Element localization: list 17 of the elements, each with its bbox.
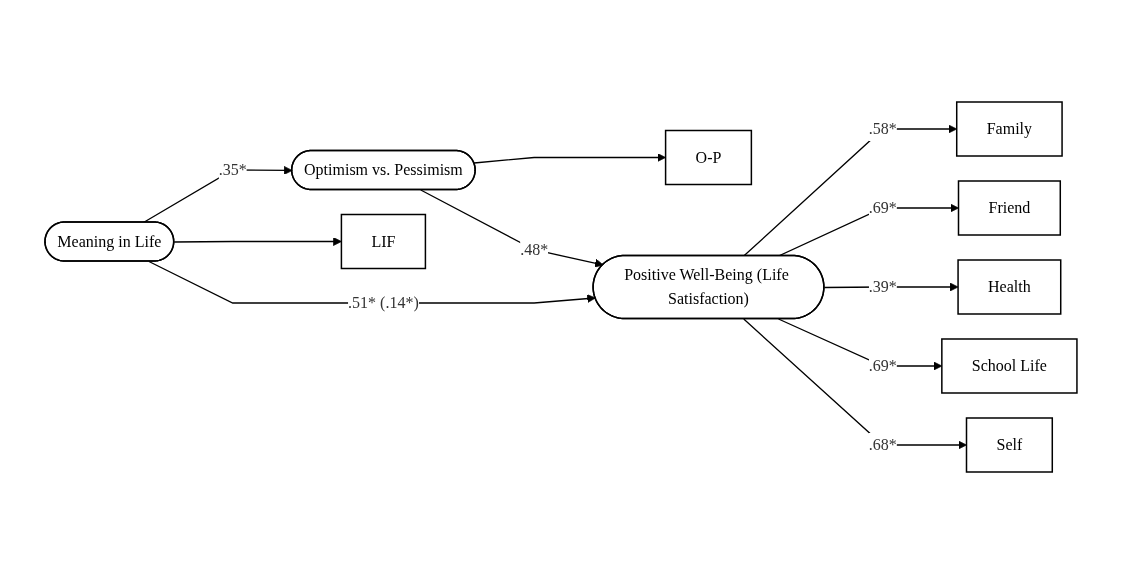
node-box: O-P (664, 129, 752, 186)
node-box: Friend (957, 180, 1061, 236)
arrow (419, 189, 604, 268)
node-box: School Life (940, 338, 1078, 394)
node-box: Self (965, 417, 1053, 473)
edge-label: .35* (218, 161, 247, 178)
edge-label: .51* (.14*) (347, 294, 419, 311)
edge-label: .48* (519, 240, 548, 258)
node-box: LIF (340, 213, 426, 270)
edge-label: .69* (868, 357, 897, 374)
edge-label: .39* (868, 278, 897, 295)
node-box: Health (956, 259, 1061, 315)
edge-label: .69* (868, 199, 897, 216)
edge-label: .58* (868, 120, 897, 137)
edge-label: .68* (868, 436, 897, 453)
arrow (473, 153, 666, 164)
node-box: Family (955, 101, 1063, 157)
